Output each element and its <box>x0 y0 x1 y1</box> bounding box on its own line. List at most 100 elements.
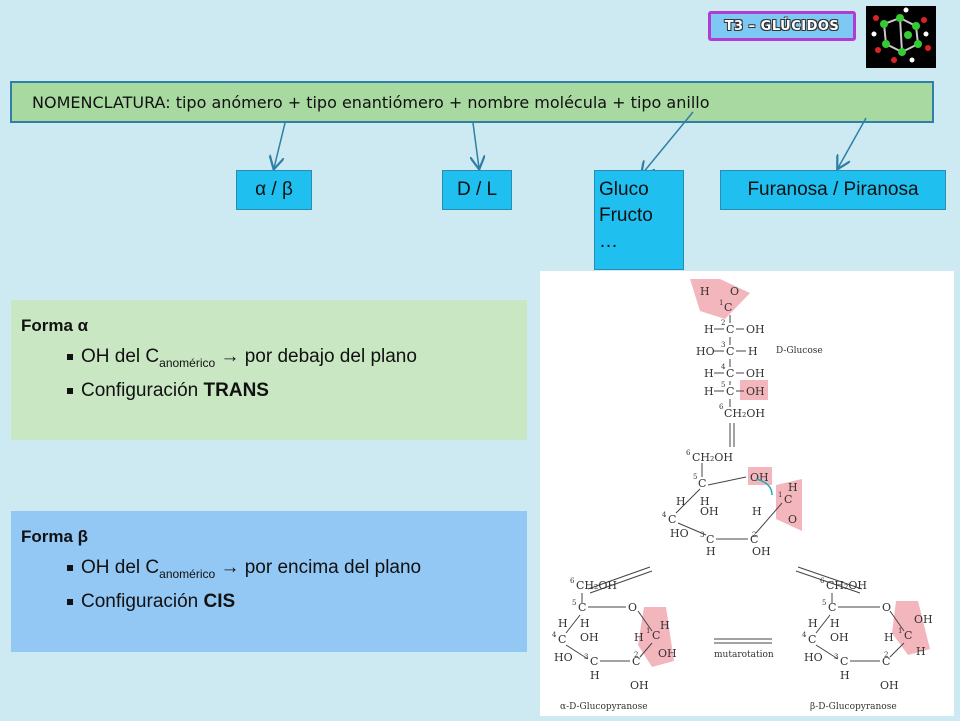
arrow-right-icon: → <box>220 346 240 367</box>
atom-label: C <box>698 477 706 490</box>
glucose-cyclization-figure: H O C 1 H C OH 2 HO C H 3 H C OH 4 H C O… <box>540 271 954 716</box>
highlight-beta-anomeric <box>892 601 930 655</box>
atom-label: O <box>882 601 891 614</box>
atom-label: HO <box>696 345 715 358</box>
carbon-number: 5 <box>693 473 697 481</box>
carbon-number: 2 <box>634 651 638 659</box>
arrow-to-enantiomer <box>473 122 479 168</box>
carbon-number: 4 <box>552 631 557 639</box>
carbon-number: 6 <box>719 403 724 411</box>
option-molecule-fructo: Fructo <box>599 205 653 226</box>
connector-arrows <box>0 111 867 300</box>
highlight-ring-aldehyde <box>776 479 802 531</box>
atom-label: C <box>668 513 676 526</box>
atom-label: H <box>590 669 600 682</box>
atom-label: H <box>788 481 798 494</box>
atom-label: OH <box>580 631 599 644</box>
atom-label: C <box>558 633 566 646</box>
atom-label: H <box>748 345 758 358</box>
carbon-number: 4 <box>662 511 667 519</box>
atom-label: H <box>704 385 714 398</box>
alpha-pyranose-label: α-D-Glucopyranose <box>560 702 648 712</box>
atom-label: H <box>700 495 710 508</box>
alpha-bullet-oh: OH del Canomérico → por debajo del plano <box>67 346 517 370</box>
atom-label: C <box>726 345 734 358</box>
atom-label: H <box>884 631 894 644</box>
carbon-number: 1 <box>646 627 650 635</box>
atom-label: OH <box>880 679 899 692</box>
atom-label: C <box>632 655 640 668</box>
atom-label: H <box>706 545 716 558</box>
atom-label: H <box>916 645 926 658</box>
atom-label: H <box>580 617 590 630</box>
atom-label: C <box>882 655 890 668</box>
carbon-number: 1 <box>898 627 902 635</box>
atom-label: C <box>828 601 836 614</box>
mutarotation-arrows <box>714 638 772 644</box>
atom-label: H <box>808 617 818 630</box>
atom-label: C <box>840 655 848 668</box>
alpha-form-title: Forma α <box>21 316 89 335</box>
atom-label: HO <box>670 527 689 540</box>
beta-form-panel: Forma β OH del Canomérico → por encima d… <box>11 511 527 652</box>
atom-label: OH <box>830 631 849 644</box>
carbon-number: 1 <box>719 299 723 307</box>
atom-label: H <box>704 367 714 380</box>
atom-label: OH <box>752 545 771 558</box>
atom-label: O <box>788 513 797 526</box>
carbon-number: 3 <box>721 341 725 349</box>
carbon-number: 5 <box>822 599 826 607</box>
carbon-number: 6 <box>570 577 575 585</box>
option-ring: Furanosa / Piranosa <box>720 170 946 210</box>
carbon-number: 3 <box>834 653 838 661</box>
atom-label: OH <box>658 647 677 660</box>
carbon-number: 3 <box>700 531 704 539</box>
atom-label: HO <box>554 651 573 664</box>
arrow-right-icon: → <box>220 557 240 578</box>
option-molecule: Gluco Fructo … <box>594 170 684 270</box>
beta-form-title: Forma β <box>21 527 89 546</box>
highlight-ring-oh <box>748 467 772 485</box>
atom-label: H <box>558 617 568 630</box>
atom-label: HO <box>804 651 823 664</box>
arrow-to-molecule <box>642 111 694 174</box>
atom-label: C <box>578 601 586 614</box>
beta-pyranose-label: β-D-Glucopyranose <box>810 702 897 712</box>
carbon-number: 6 <box>686 449 691 457</box>
atom-label: CH₂OH <box>826 579 867 592</box>
option-enantiomer: D / L <box>442 170 512 210</box>
atom-label: O <box>628 601 637 614</box>
atom-label: C <box>808 633 816 646</box>
carbon-number: 2 <box>752 531 756 539</box>
carbon-number: 5 <box>572 599 576 607</box>
carbon-number: 2 <box>721 319 725 327</box>
glucose-structure-svg: H O C 1 H C OH 2 HO C H 3 H C OH 4 H C O… <box>552 279 933 712</box>
beta-bullet-oh: OH del Canomérico → por encima del plano <box>67 557 517 581</box>
atom-label: H <box>700 285 710 298</box>
atom-label: H <box>840 669 850 682</box>
atom-label: C <box>904 629 912 642</box>
atom-label: C <box>706 533 714 546</box>
atom-label: CH₂OH <box>724 407 765 420</box>
atom-label: C <box>726 323 734 336</box>
carbon-number: 4 <box>802 631 807 639</box>
option-molecule-gluco: Gluco <box>599 179 649 200</box>
highlight-aldehyde <box>690 279 750 319</box>
atom-label: OH <box>700 505 719 518</box>
atom-label: C <box>724 301 732 314</box>
molecule-3d-icon <box>866 6 936 68</box>
carbon-number: 1 <box>778 491 782 499</box>
atom-label: C <box>590 655 598 668</box>
linear-glucose-label: D-Glucose <box>776 346 823 356</box>
alpha-form-panel: Forma α OH del Canomérico → por debajo d… <box>11 300 527 440</box>
atom-label: H <box>634 631 644 644</box>
atom-label: CH₂OH <box>576 579 617 592</box>
alpha-bullet-config: Configuración TRANS <box>67 380 517 402</box>
atom-label: C <box>784 493 792 506</box>
conversion-arrows <box>587 566 863 594</box>
arrow-to-anomer <box>274 122 286 168</box>
atom-label: C <box>726 385 734 398</box>
equilibrium-arrow <box>729 423 735 447</box>
atom-label: O <box>730 285 739 298</box>
atom-label: CH₂OH <box>692 451 733 464</box>
